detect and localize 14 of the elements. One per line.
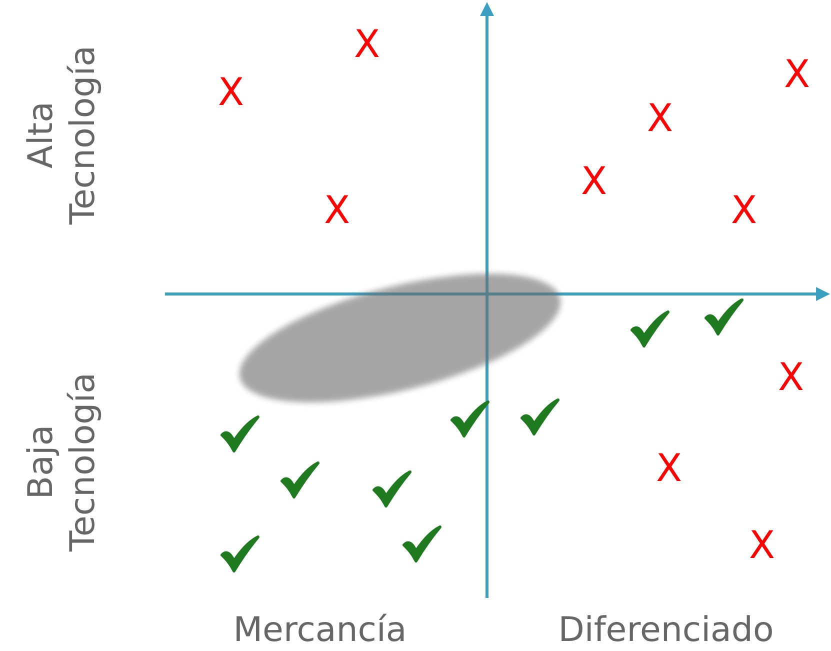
cross-mark: X [782, 52, 812, 96]
cross-mark: X [654, 446, 684, 490]
cross-mark: X [580, 159, 608, 203]
cross-mark: X [730, 188, 758, 232]
cross-mark: X [216, 70, 246, 114]
cross-mark: X [776, 355, 806, 399]
cross-mark: X [352, 22, 382, 66]
axis-label: Diferenciado [557, 610, 775, 650]
cross-mark: X [646, 96, 674, 140]
cross-mark: X [748, 523, 776, 567]
axis-label: Alta Tecnología [20, 44, 104, 227]
axis-label: Baja Tecnología [20, 371, 104, 554]
cross-mark: X [322, 188, 352, 232]
axis-label: Mercancía [232, 610, 408, 650]
